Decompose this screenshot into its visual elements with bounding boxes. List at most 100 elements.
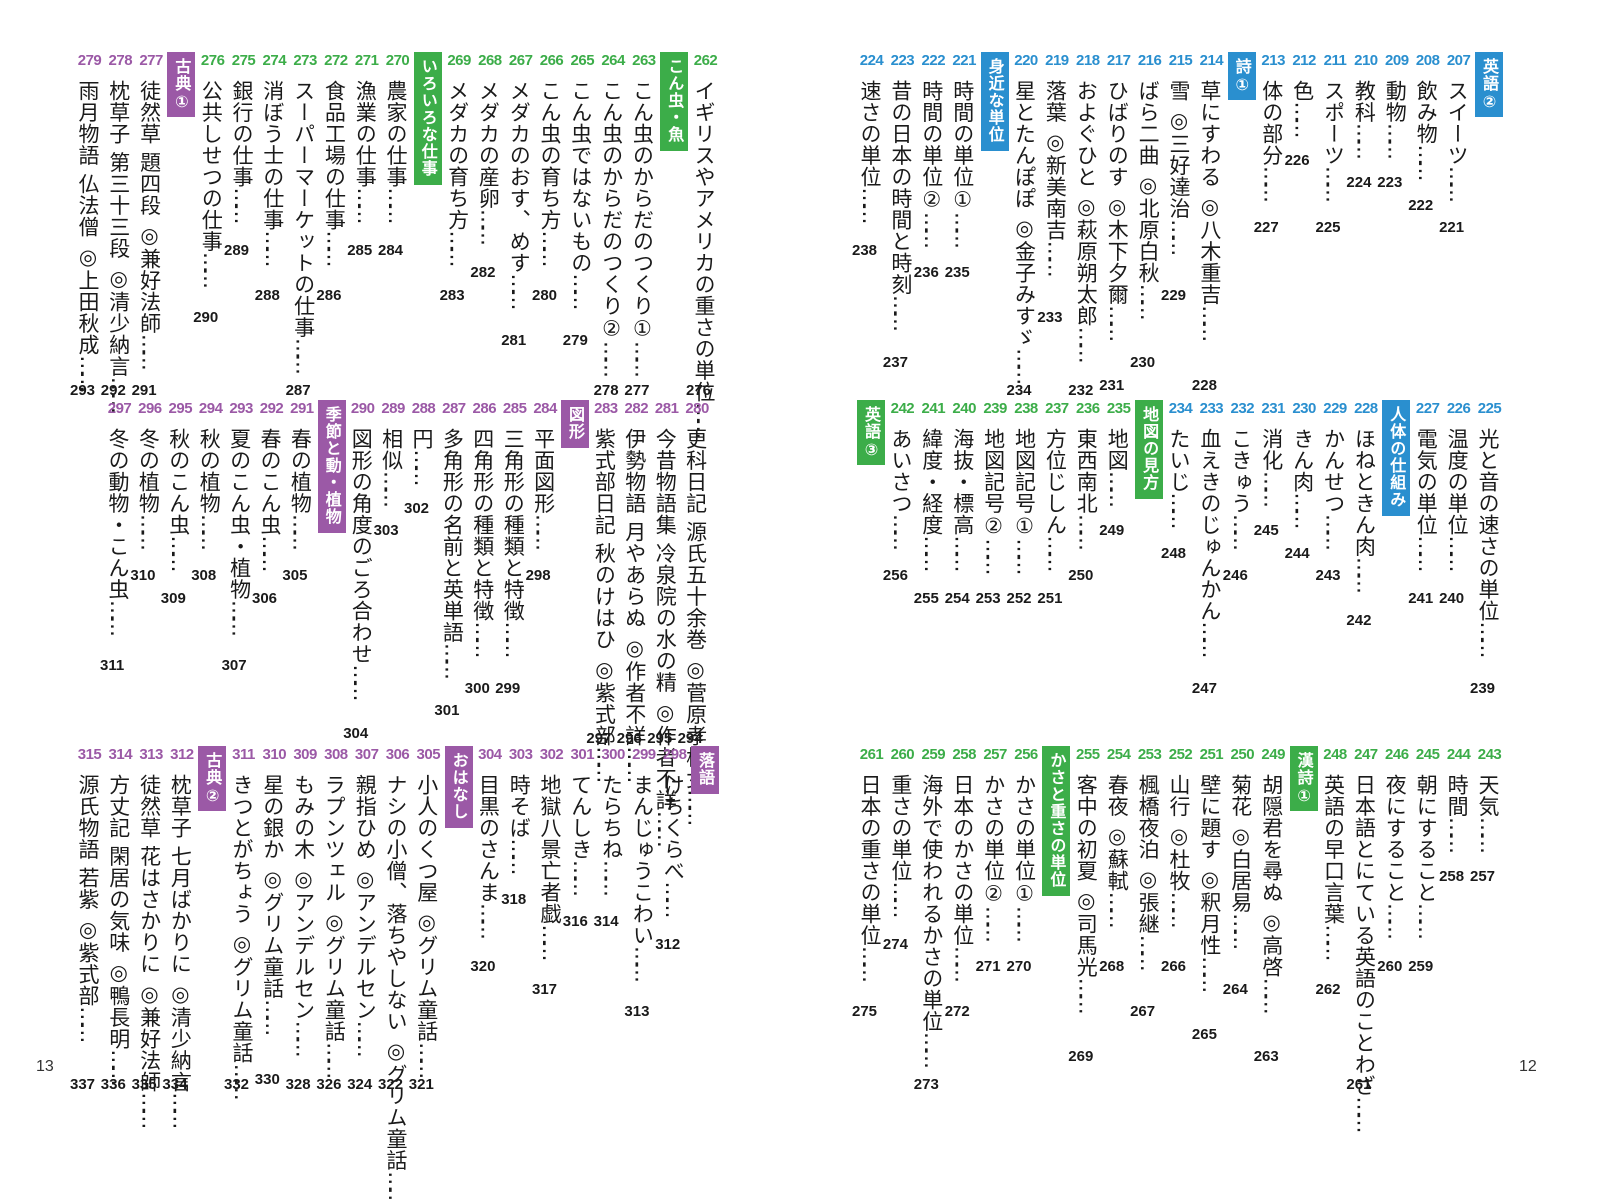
leader-dots: …… xyxy=(197,514,222,546)
entry-title: 日本語とにている英語のことわざ…… xyxy=(1351,774,1377,1129)
entry-title-text: 客中の初夏 ◎司馬光 xyxy=(1074,774,1099,978)
entry-page: 310 xyxy=(130,567,156,584)
entry-title: 紫式部日記 秋のけはひ ◎紫式部…… xyxy=(591,428,617,778)
entry-number: 300 xyxy=(601,746,625,763)
entry-title-text: あいさつ xyxy=(888,428,913,514)
leader-dots: …… xyxy=(1136,934,1161,967)
entry-number: 285 xyxy=(502,400,527,417)
entry-title: 源氏物語 若紫 ◎紫式部…… xyxy=(75,774,101,1038)
entry-number: 225 xyxy=(1477,400,1502,417)
entry-title: ラプンツェル ◎グリム童話…… xyxy=(321,774,347,1074)
entry-page: 234 xyxy=(1006,382,1032,399)
entry-title-text: 農家の仕事 xyxy=(384,80,408,188)
leader-dots: …… xyxy=(1414,535,1439,568)
entry-title: ナシの小僧、落ちやしない ◎グリム童話…… xyxy=(383,774,409,1203)
section-badge: 地図の見方 xyxy=(1135,400,1164,499)
entry-page: 239 xyxy=(1470,679,1496,697)
page-number-right: 12 xyxy=(1519,1058,1537,1075)
entry-title-text: 多角形の名前と英単語 xyxy=(440,428,465,643)
leader-dots: …… xyxy=(1414,903,1439,935)
entry-number: 210 xyxy=(1354,52,1378,69)
entry-title-text: 方位じしん xyxy=(1043,428,1068,536)
entry-number: 289 xyxy=(381,400,405,417)
entry-title-text: かんせつ xyxy=(1321,428,1346,514)
entry-page: 258 xyxy=(1439,868,1465,885)
entry-number: 244 xyxy=(1446,746,1471,763)
leader-dots: …… xyxy=(76,1006,100,1039)
entry-page: 296 xyxy=(616,730,642,747)
entry-page: 303 xyxy=(373,522,399,539)
entry-title: あいさつ…… xyxy=(888,428,914,546)
entry-title-text: 時間 xyxy=(1445,774,1470,817)
entry-page: 332 xyxy=(224,1076,250,1093)
entry-number: 311 xyxy=(232,746,255,763)
entry-page: 336 xyxy=(100,1076,126,1093)
entry-page: 252 xyxy=(1006,589,1032,607)
entry-number: 305 xyxy=(416,746,441,763)
leader-dots: …… xyxy=(227,600,252,632)
leader-dots: …… xyxy=(445,230,470,263)
entry-title-text: けちくらべ xyxy=(661,774,686,882)
leader-dots: …… xyxy=(1167,219,1191,252)
leader-dots: …… xyxy=(1043,535,1068,568)
entry-number: 214 xyxy=(1199,52,1224,69)
entry-number: 284 xyxy=(533,400,557,417)
entry-title-text: 緯度・経度 xyxy=(919,428,944,536)
entry-title-text: 相似 xyxy=(379,428,404,471)
entry-title: 飲み物…… xyxy=(1413,80,1439,177)
entry-title-text: 春夜 ◎蘇軾 xyxy=(1105,774,1130,892)
entry-title: 枕草子 第三十三段 ◎清少納言…… xyxy=(106,80,132,409)
entry-page: 288 xyxy=(254,286,280,304)
leader-dots: …… xyxy=(137,333,162,366)
entry-title-text: こん虫のからだのつくり① xyxy=(630,80,655,341)
leader-dots: …… xyxy=(288,514,313,546)
entry-title: 血えきのじゅんかん…… xyxy=(1197,428,1223,654)
entry-title: 方丈記 閑居の気味 ◎鴨長明…… xyxy=(106,774,132,1081)
leader-dots: …… xyxy=(230,187,254,220)
entry-number: 230 xyxy=(1292,400,1316,417)
entry-title-text: かさの単位② xyxy=(981,774,1006,906)
entry-title: 時間…… xyxy=(1444,774,1470,849)
entry-title: たらちね…… xyxy=(599,774,625,892)
entry-title: かんせつ…… xyxy=(1321,428,1347,546)
entry-number: 241 xyxy=(921,400,946,417)
leader-dots: …… xyxy=(888,514,913,546)
entry-title: およぐひと ◎萩原朔太郎…… xyxy=(1073,80,1099,359)
entry-title: 海抜・標高…… xyxy=(950,428,976,568)
entry-title-text: 昔の日本の時間と時刻 xyxy=(888,80,913,295)
entry-page: 253 xyxy=(975,589,1001,607)
leader-dots: …… xyxy=(683,789,708,822)
entry-page: 324 xyxy=(347,1076,373,1093)
entry-title: 朝にすること…… xyxy=(1413,774,1439,935)
entry-title: 東西南北…… xyxy=(1073,428,1099,546)
entry-number: 309 xyxy=(293,746,317,763)
leader-dots: …… xyxy=(384,187,408,220)
entry-page: 230 xyxy=(1130,354,1156,371)
entry-number: 231 xyxy=(1261,400,1285,417)
leader-dots: …… xyxy=(291,338,316,370)
leader-dots: …… xyxy=(260,230,285,263)
leader-dots: …… xyxy=(919,535,944,568)
entry-number: 232 xyxy=(1230,400,1255,417)
entry-title: 落葉 ◎新美南吉…… xyxy=(1042,80,1068,273)
entry-title-text: 冬の植物 xyxy=(136,428,161,514)
entry-page: 264 xyxy=(1222,980,1248,998)
entry-title: 伊勢物語 月やあらぬ ◎作者不詳…… xyxy=(622,428,648,778)
entry-title-text: てんしき xyxy=(568,774,593,860)
entry-title-text: 体の部分 xyxy=(1259,80,1284,166)
entry-title: 客中の初夏 ◎司馬光…… xyxy=(1073,774,1099,1010)
entry-number: 314 xyxy=(108,746,133,763)
entry-title: 秋の植物…… xyxy=(196,428,222,546)
leader-dots: …… xyxy=(599,341,624,373)
leader-dots: …… xyxy=(501,621,526,654)
leader-dots: …… xyxy=(1105,305,1130,338)
entry-page: 330 xyxy=(254,1070,280,1088)
leader-dots: …… xyxy=(919,1032,944,1064)
entry-title: 冬の植物…… xyxy=(135,428,161,546)
leader-dots: …… xyxy=(1043,240,1068,273)
entry-page: 337 xyxy=(70,1076,96,1093)
entry-title: 図形の角度のごろ合わせ…… xyxy=(348,428,374,697)
entry-title: 山行 ◎杜牧…… xyxy=(1166,774,1192,924)
entry-title-text: 夏のこん虫・植物 xyxy=(227,428,252,600)
